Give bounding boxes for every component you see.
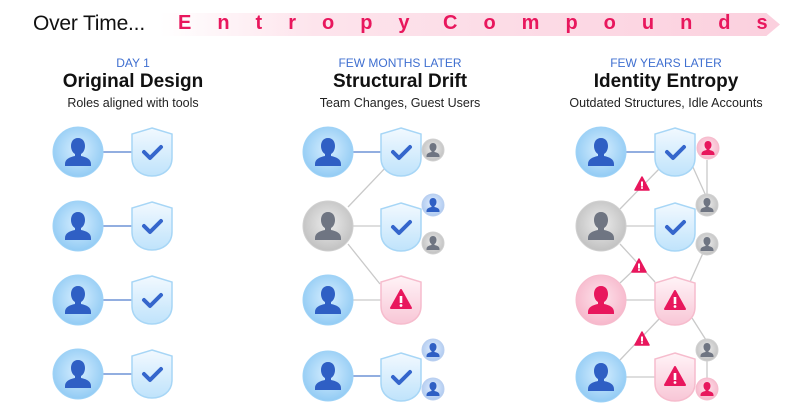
shield-check-icon	[131, 127, 173, 177]
shield-warning-icon	[654, 276, 696, 326]
column-description: Team Changes, Guest Users	[319, 96, 481, 110]
column-header-years: FEW YEARS LATER Identity Entropy Outdate…	[533, 56, 799, 110]
user-node-active	[52, 274, 104, 326]
timeline-banner: Over Time... Entropy Compounds	[0, 0, 800, 50]
column-title: Identity Entropy	[593, 71, 739, 92]
column-years-graph	[575, 126, 720, 403]
user-node-active	[575, 126, 627, 178]
small-user-risky	[695, 377, 719, 401]
shield-check-icon	[131, 201, 173, 251]
user-node-risky	[575, 274, 627, 326]
small-user-idle	[695, 232, 719, 256]
warning-marker-icon	[634, 176, 650, 191]
user-node-active	[575, 351, 627, 403]
small-user-idle	[695, 193, 719, 217]
column-description: Roles aligned with tools	[67, 96, 199, 110]
column-header-day1: DAY 1 Original Design Roles aligned with…	[0, 56, 266, 110]
shield-check-icon	[380, 202, 422, 252]
warning-marker-icon	[634, 331, 650, 346]
shield-check-icon	[380, 127, 422, 177]
shield-check-icon	[654, 127, 696, 177]
user-node-active	[302, 126, 354, 178]
column-subtitle: FEW MONTHS LATER	[338, 56, 462, 70]
timeline-arrow	[160, 13, 780, 36]
small-user-idle	[695, 338, 719, 362]
user-node-active	[52, 126, 104, 178]
shield-warning-icon	[380, 275, 422, 325]
banner-lead-text: Over Time...	[33, 12, 145, 35]
column-subtitle: FEW YEARS LATER	[610, 56, 722, 70]
small-user-idle	[421, 138, 445, 162]
column-subtitle: DAY 1	[116, 56, 150, 70]
user-node-idle	[302, 200, 354, 252]
small-user-risky	[696, 136, 720, 160]
user-node-active	[52, 200, 104, 252]
small-user-guest	[421, 193, 445, 217]
shield-check-icon	[654, 202, 696, 252]
warning-marker-icon	[631, 258, 647, 273]
user-node-active	[302, 350, 354, 402]
column-title: Structural Drift	[332, 71, 468, 92]
shield-check-icon	[131, 275, 173, 325]
column-header-months: FEW MONTHS LATER Structural Drift Team C…	[267, 56, 533, 110]
small-user-idle	[421, 231, 445, 255]
shield-check-icon	[380, 352, 422, 402]
user-node-idle	[575, 200, 627, 252]
column-title: Original Design	[62, 71, 204, 92]
shield-check-icon	[131, 349, 173, 399]
user-node-active	[302, 274, 354, 326]
column-description: Outdated Structures, Idle Accounts	[569, 96, 763, 110]
shield-warning-icon	[654, 352, 696, 402]
column-months-graph	[302, 126, 445, 402]
banner-word-compounds: Compounds	[443, 12, 794, 34]
user-node-active	[52, 348, 104, 400]
small-user-guest	[421, 377, 445, 401]
small-user-guest	[421, 338, 445, 362]
column-day1-graph	[52, 126, 173, 400]
banner-word-entropy: Entropy	[178, 12, 436, 34]
